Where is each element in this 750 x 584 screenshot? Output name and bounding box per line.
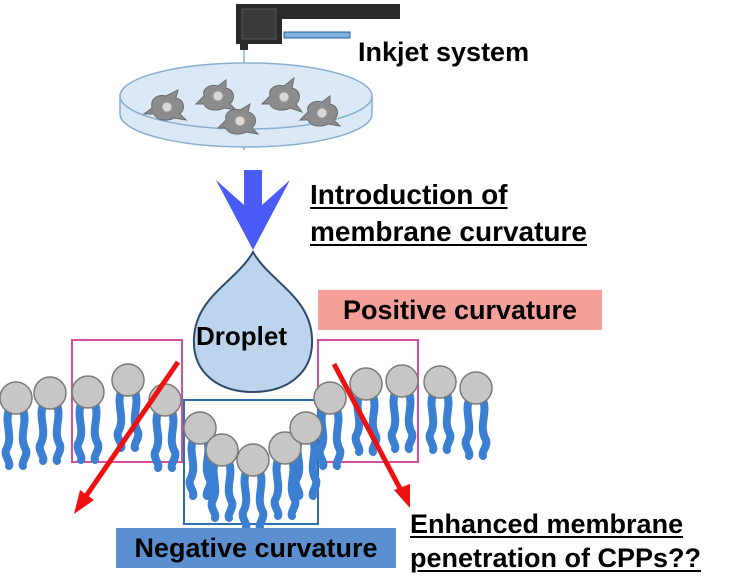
red-arrow-left-head xyxy=(74,490,94,514)
lipid-tail xyxy=(52,401,65,465)
lipid-tail xyxy=(478,396,491,460)
lipid-tail xyxy=(167,408,180,472)
positive-curvature-label: Positive curvature xyxy=(318,290,602,330)
lipid-tail xyxy=(270,456,283,520)
lipid-tail xyxy=(130,388,143,452)
lipid-tail xyxy=(35,401,48,465)
lipid-tail xyxy=(185,436,198,500)
lipid-tail xyxy=(207,458,220,522)
lipid-head xyxy=(0,381,33,415)
droplet-shape xyxy=(192,249,314,394)
negative-curvature-box xyxy=(183,399,319,525)
lipid-tail xyxy=(224,458,237,522)
lipid-tail xyxy=(387,389,400,453)
lipid-membrane xyxy=(0,363,493,532)
enhanced-line-2: penetration of CPPs?? xyxy=(410,542,702,573)
lipid-head xyxy=(423,365,457,399)
lipid-tail xyxy=(332,406,345,470)
lipid-tail xyxy=(1,406,14,470)
red-arrow-left-shaft xyxy=(79,360,181,504)
lipid-head xyxy=(33,376,67,410)
enhanced-line-1: Enhanced membrane xyxy=(410,509,684,539)
lipid-head xyxy=(349,367,383,401)
lipid-tail xyxy=(404,389,417,453)
lipid-head xyxy=(236,443,270,477)
lipid-head xyxy=(385,364,419,398)
lipid-tail xyxy=(73,400,86,464)
red-arrows xyxy=(74,360,410,514)
red-arrow-right-head xyxy=(394,484,410,508)
inkjet-system-label: Inkjet system xyxy=(358,37,530,67)
lipid-tail xyxy=(150,408,163,472)
red-arrow-right-shaft xyxy=(331,362,407,498)
cell-nuclei xyxy=(161,90,328,127)
introduction-line-1: Introduction of xyxy=(310,179,508,210)
lipid-tail xyxy=(287,456,300,520)
enhanced-penetration-label: Enhanced membrane penetration of CPPs?? xyxy=(410,509,702,573)
lipid-head xyxy=(313,381,347,415)
lipid-tail xyxy=(255,468,268,532)
lipid-tail xyxy=(308,436,321,500)
lipid-tail xyxy=(18,406,31,470)
lipid-tail xyxy=(425,390,438,454)
lipid-tail xyxy=(238,468,251,532)
lipid-head xyxy=(289,411,323,445)
lipid-head xyxy=(268,431,302,465)
droplet-label: Droplet xyxy=(196,321,287,351)
blue-down-arrow xyxy=(216,170,290,250)
lipid-head xyxy=(71,375,105,409)
introduction-line-2: membrane curvature xyxy=(310,215,588,247)
lipid-tail xyxy=(315,406,328,470)
lipid-tail xyxy=(442,390,455,454)
lipid-head xyxy=(111,363,145,397)
lipid-tail xyxy=(461,396,474,460)
lipid-tail xyxy=(90,400,103,464)
petri-dish xyxy=(119,62,373,148)
lipid-head xyxy=(183,411,217,445)
lipid-head xyxy=(205,433,239,467)
lipid-tail xyxy=(113,388,126,452)
lipid-tail xyxy=(368,392,381,456)
introduction-label: Introduction of membrane curvature xyxy=(310,179,588,248)
negative-curvature-label: Negative curvature xyxy=(116,528,396,568)
positive-curvature-box-left xyxy=(71,339,183,463)
lipid-head xyxy=(459,371,493,405)
